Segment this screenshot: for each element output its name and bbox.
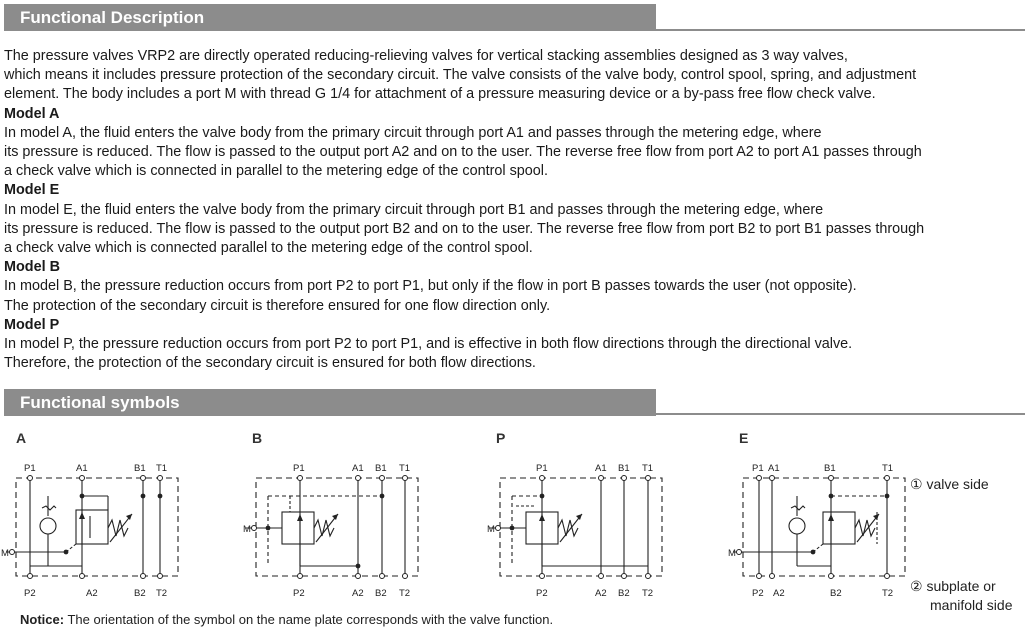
symbol-label-a: A <box>16 430 27 446</box>
port-label: A1 <box>768 463 780 474</box>
hydraulic-symbol-b: P1 A1 B1 T1 P2 A2 B2 T2 M <box>243 463 419 599</box>
model-b-line: In model B, the pressure reduction occur… <box>4 278 857 295</box>
model-p-title: Model P <box>4 316 60 333</box>
port-label: P2 <box>293 588 305 599</box>
port-label: T1 <box>882 463 893 474</box>
port-label: B1 <box>134 463 146 474</box>
model-e-line: its pressure is reduced. The flow is pas… <box>4 220 925 237</box>
port-label: P1 <box>536 463 548 474</box>
port-label: T2 <box>156 588 167 599</box>
port-label: A2 <box>773 588 785 599</box>
hydraulic-symbol-a: P1 A1 B1 T1 P2 A2 B2 T2 M <box>1 463 179 599</box>
port-label: P2 <box>752 588 764 599</box>
intro-line: which means it includes pressure protect… <box>4 67 917 84</box>
notice-body: The orientation of the symbol on the nam… <box>67 612 554 627</box>
model-e-title: Model E <box>4 182 60 199</box>
port-label: B1 <box>375 463 387 474</box>
port-label: A1 <box>595 463 607 474</box>
model-b-line: The protection of the secondary circuit … <box>4 297 551 314</box>
notice-text: Notice: The orientation of the symbol on… <box>20 612 553 627</box>
model-a-line: its pressure is reduced. The flow is pas… <box>4 144 922 161</box>
symbol-label-p: P <box>496 430 506 446</box>
model-e-line: In model E, the fluid enters the valve b… <box>4 201 824 218</box>
port-label: B2 <box>375 588 387 599</box>
port-label: A1 <box>352 463 364 474</box>
port-label: B2 <box>134 588 146 599</box>
port-label: P1 <box>752 463 764 474</box>
port-label: A1 <box>76 463 88 474</box>
port-label: P1 <box>293 463 305 474</box>
symbol-label-e: E <box>739 430 749 446</box>
section-header-functional-description: Functional Description <box>4 4 656 31</box>
model-a-title: Model A <box>4 105 60 122</box>
port-label: B2 <box>830 588 842 599</box>
port-label: B2 <box>618 588 630 599</box>
hydraulic-symbol-p: P1 A1 B1 T1 P2 A2 B2 T2 M <box>487 463 663 599</box>
model-p-line: Therefore, the protection of the seconda… <box>4 355 536 372</box>
section-divider <box>4 413 1025 415</box>
port-label: M <box>728 548 736 559</box>
notice-label: Notice: <box>20 612 65 627</box>
port-label: T2 <box>399 588 410 599</box>
section-header-functional-symbols: Functional symbols <box>4 389 656 416</box>
port-label: T1 <box>642 463 653 474</box>
port-label: P1 <box>24 463 36 474</box>
model-a-line: In model A, the fluid enters the valve b… <box>4 124 822 141</box>
model-b-title: Model B <box>4 259 60 276</box>
intro-line: The pressure valves VRP2 are directly op… <box>4 48 848 64</box>
port-label: B1 <box>824 463 836 474</box>
hydraulic-symbol-e: P1 A1 B1 T1 P2 A2 B2 T2 M <box>728 463 906 599</box>
section-divider <box>4 29 1025 31</box>
subplate-note-line1: ② subplate or <box>910 578 996 594</box>
valve-side-note: ① valve side <box>910 476 989 492</box>
port-label: P2 <box>24 588 36 599</box>
port-label: M <box>243 524 251 535</box>
port-label: B1 <box>618 463 630 474</box>
model-e-line: a check valve which is connected paralle… <box>4 240 533 257</box>
subplate-note-line2: manifold side <box>930 597 1013 613</box>
model-p-line: In model P, the pressure reduction occur… <box>4 336 853 353</box>
model-a-line: a check valve which is connected in para… <box>4 163 548 180</box>
port-label: A2 <box>595 588 607 599</box>
port-label: T1 <box>399 463 410 474</box>
symbol-label-b: B <box>252 430 263 446</box>
port-label: M <box>487 524 495 535</box>
functional-description-body: The pressure valves VRP2 are directly op… <box>4 47 1024 373</box>
port-label: T1 <box>156 463 167 474</box>
port-label: T2 <box>882 588 893 599</box>
port-label: A2 <box>352 588 364 599</box>
port-label: P2 <box>536 588 548 599</box>
intro-line: element. The body includes a port M with… <box>4 86 876 103</box>
port-label: M <box>1 548 9 559</box>
port-label: A2 <box>86 588 98 599</box>
port-label: T2 <box>642 588 653 599</box>
